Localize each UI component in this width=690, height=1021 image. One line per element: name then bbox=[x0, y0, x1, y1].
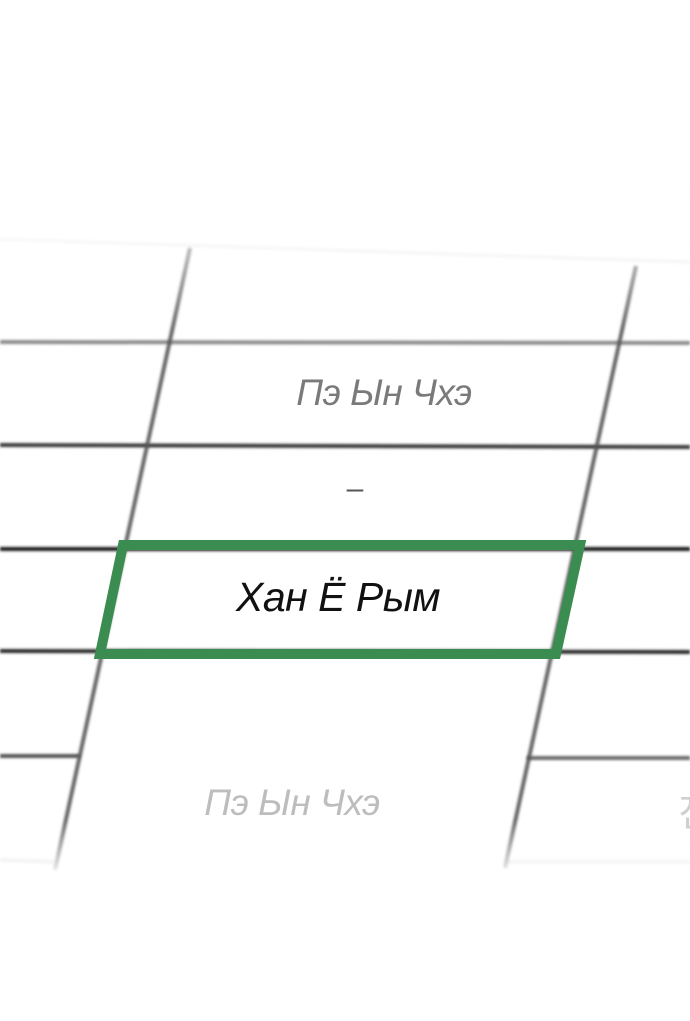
cell-dash-row-2: – bbox=[346, 472, 364, 505]
cell-name-row-1: Пэ Ын Чхэ bbox=[296, 372, 472, 413]
cell-name-highlighted: Хан Ё Рым bbox=[236, 574, 440, 620]
cell-edge-glyph: 진 bbox=[678, 782, 690, 837]
row-lines bbox=[0, 237, 690, 864]
row-line-6a bbox=[0, 858, 56, 864]
row-line-1 bbox=[0, 340, 690, 345]
highlight-cell-frame bbox=[93, 540, 587, 659]
row-line-2 bbox=[0, 443, 690, 449]
cell-name-row-4: Пэ Ын Чхэ bbox=[204, 782, 380, 823]
row-line-0 bbox=[0, 237, 690, 264]
